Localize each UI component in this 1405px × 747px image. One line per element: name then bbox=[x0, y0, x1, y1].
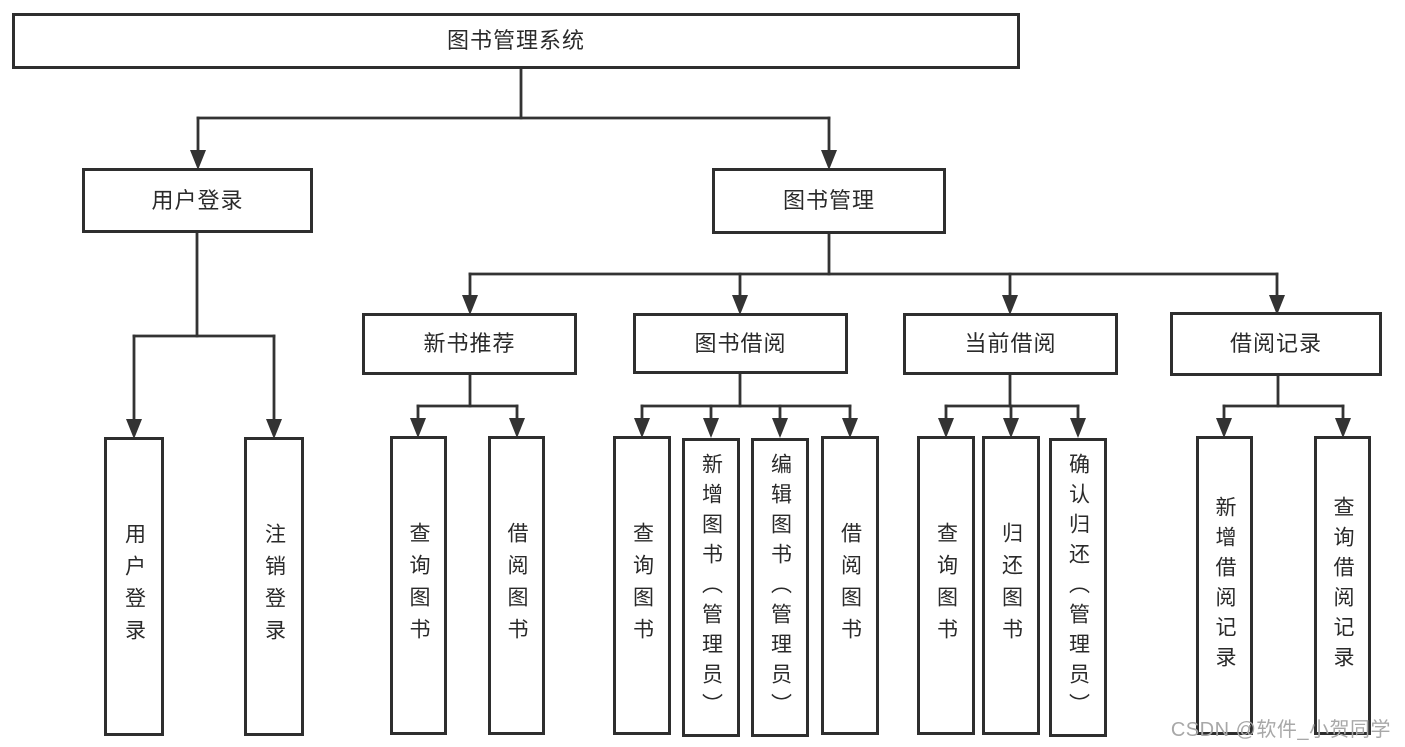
node-book-borrowing-label: 图书借阅 bbox=[694, 330, 787, 356]
node-logout-label: 注销登录 bbox=[262, 522, 286, 651]
node-query-books-3: 查询图书 bbox=[917, 436, 975, 735]
node-query-borrow-record: 查询借阅记录 bbox=[1314, 436, 1371, 735]
node-library-system: 图书管理系统 bbox=[12, 13, 1020, 69]
node-borrow-books-2: 借阅图书 bbox=[821, 436, 879, 735]
node-confirm-return-admin-label: 确认归还（管理员） bbox=[1066, 452, 1090, 723]
node-borrow-books-1-label: 借阅图书 bbox=[505, 521, 528, 650]
node-user-login-label: 用户登录 bbox=[151, 187, 244, 213]
node-return-books-label: 归还图书 bbox=[999, 521, 1023, 650]
node-add-borrow-record: 新增借阅记录 bbox=[1196, 436, 1253, 735]
node-book-borrowing: 图书借阅 bbox=[633, 313, 848, 374]
node-login: 用户登录 bbox=[104, 437, 164, 736]
node-new-book-recommend: 新书推荐 bbox=[362, 313, 577, 375]
node-login-label: 用户登录 bbox=[122, 522, 146, 651]
node-query-books-3-label: 查询图书 bbox=[934, 521, 958, 650]
node-query-borrow-record-label: 查询借阅记录 bbox=[1331, 495, 1354, 676]
node-confirm-return-admin: 确认归还（管理员） bbox=[1049, 438, 1107, 737]
node-add-books-admin: 新增图书（管理员） bbox=[682, 438, 740, 737]
node-book-management: 图书管理 bbox=[712, 168, 946, 234]
node-query-books-1-label: 查询图书 bbox=[407, 521, 430, 650]
node-edit-books-admin: 编辑图书（管理员） bbox=[751, 438, 809, 737]
node-borrowing-records-label: 借阅记录 bbox=[1229, 331, 1322, 356]
node-query-books-1: 查询图书 bbox=[390, 436, 447, 735]
node-current-borrowing-label: 当前借阅 bbox=[964, 331, 1057, 356]
watermark: CSDN @软件_小贺同学 bbox=[1170, 719, 1391, 741]
node-borrow-books-2-label: 借阅图书 bbox=[838, 521, 862, 650]
node-new-book-recommend-label: 新书推荐 bbox=[423, 331, 516, 356]
node-borrow-books-1: 借阅图书 bbox=[488, 436, 545, 735]
node-edit-books-admin-label: 编辑图书（管理员） bbox=[768, 452, 792, 723]
node-borrowing-records: 借阅记录 bbox=[1170, 312, 1382, 376]
node-return-books: 归还图书 bbox=[982, 436, 1040, 735]
node-logout: 注销登录 bbox=[244, 437, 304, 736]
node-library-system-label: 图书管理系统 bbox=[446, 28, 585, 53]
node-book-management-label: 图书管理 bbox=[782, 188, 875, 213]
node-query-books-2-label: 查询图书 bbox=[630, 521, 654, 650]
node-user-login: 用户登录 bbox=[82, 168, 313, 233]
node-add-borrow-record-label: 新增借阅记录 bbox=[1213, 495, 1236, 676]
node-query-books-2: 查询图书 bbox=[613, 436, 671, 735]
node-add-books-admin-label: 新增图书（管理员） bbox=[699, 452, 723, 723]
node-current-borrowing: 当前借阅 bbox=[903, 313, 1118, 375]
